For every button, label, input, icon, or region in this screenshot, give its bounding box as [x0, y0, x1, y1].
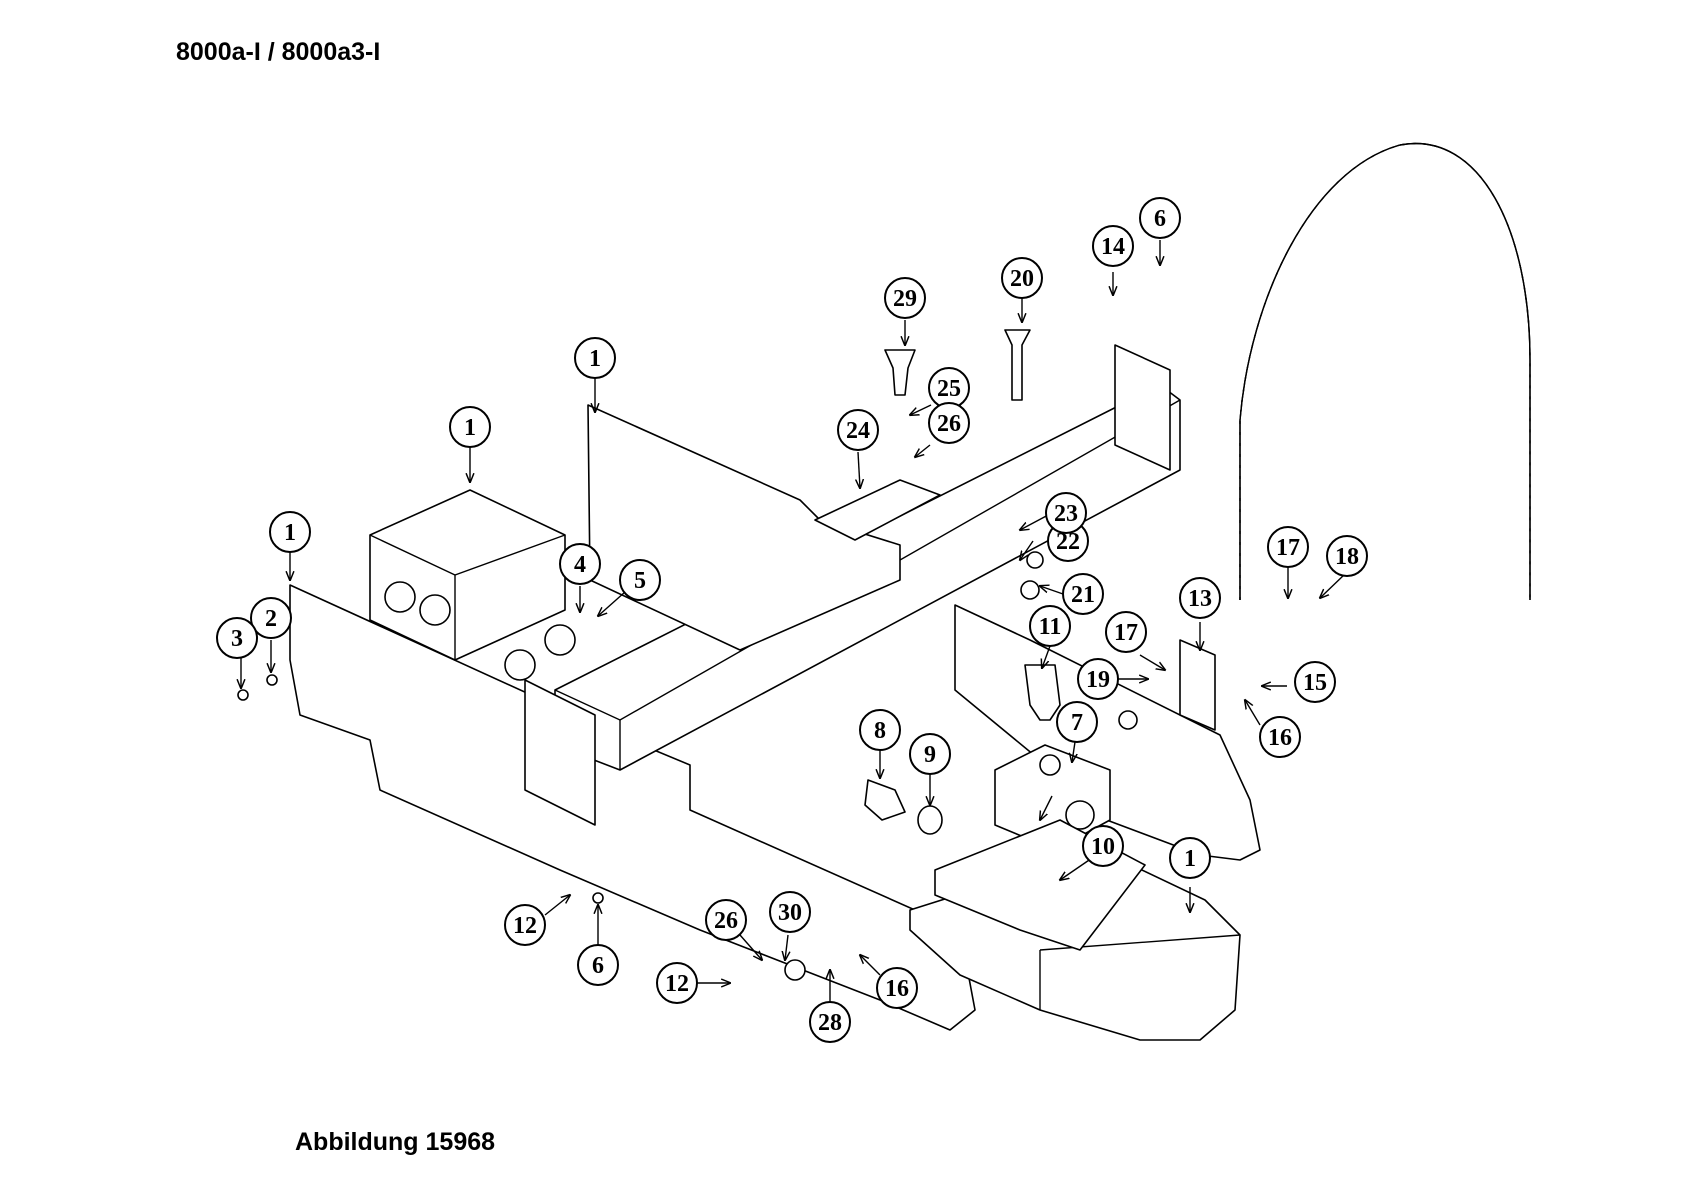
svg-text:1: 1: [464, 415, 476, 441]
svg-text:12: 12: [513, 913, 537, 939]
svg-text:1: 1: [284, 520, 296, 546]
svg-text:7: 7: [1071, 710, 1083, 736]
fitting-8: [864, 779, 906, 821]
svg-text:16: 16: [885, 976, 909, 1002]
bracket-13: [1179, 639, 1216, 731]
svg-text:6: 6: [1154, 206, 1166, 232]
callout-2: 2: [250, 597, 292, 639]
callout-9: 9: [909, 733, 951, 775]
svg-text:6: 6: [592, 953, 604, 979]
callout-1d: 1: [1169, 837, 1211, 879]
callout-4: 4: [559, 543, 601, 585]
svg-text:10: 10: [1091, 834, 1115, 860]
callout-19: 19: [1077, 658, 1119, 700]
callout-6b: 6: [577, 944, 619, 986]
bolt-20: [1004, 329, 1031, 401]
svg-text:28: 28: [818, 1010, 842, 1036]
callout-16a: 16: [1259, 716, 1301, 758]
knob-part: [1024, 664, 1061, 721]
callout-12b: 12: [656, 962, 698, 1004]
motor-housing-box: [369, 489, 566, 661]
svg-text:15: 15: [1303, 670, 1327, 696]
svg-text:26: 26: [714, 908, 738, 934]
svg-text:11: 11: [1039, 614, 1062, 640]
svg-text:29: 29: [893, 286, 917, 312]
callout-28: 28: [809, 1001, 851, 1043]
callout-15: 15: [1294, 661, 1336, 703]
svg-text:19: 19: [1086, 667, 1110, 693]
callout-30: 30: [769, 891, 811, 933]
svg-text:21: 21: [1071, 582, 1095, 608]
callout-24: 24: [837, 409, 879, 451]
svg-text:30: 30: [778, 900, 802, 926]
rear-bracket-plate: [587, 404, 901, 651]
callout-1b: 1: [574, 337, 616, 379]
svg-text:26: 26: [937, 411, 961, 437]
svg-text:23: 23: [1054, 501, 1078, 527]
svg-text:1: 1: [589, 346, 601, 372]
figure-caption: Abbildung 15968: [295, 1128, 496, 1156]
callout-12a: 12: [504, 904, 546, 946]
svg-text:17: 17: [1114, 620, 1138, 646]
callout-26b: 26: [705, 899, 747, 941]
frame-drawing: [237, 142, 1531, 1041]
drawing-title: 8000a-I / 8000a3-I: [176, 38, 381, 66]
callout-13: 13: [1179, 577, 1221, 619]
callout-11: 11: [1029, 605, 1071, 647]
callout-17b: 17: [1267, 526, 1309, 568]
svg-text:4: 4: [574, 552, 586, 578]
callout-6a: 6: [1139, 197, 1181, 239]
callout-21: 21: [1062, 573, 1104, 615]
svg-text:2: 2: [265, 606, 277, 632]
callout-17a: 17: [1105, 611, 1147, 653]
svg-text:17: 17: [1276, 535, 1300, 561]
svg-text:18: 18: [1335, 544, 1359, 570]
callout-18: 18: [1326, 535, 1368, 577]
svg-text:16: 16: [1268, 725, 1292, 751]
callout-3: 3: [216, 617, 258, 659]
callout-16b: 16: [876, 967, 918, 1009]
bracket-24: [814, 479, 941, 541]
svg-text:9: 9: [924, 742, 936, 768]
beam-end-plate-right: [1114, 344, 1171, 471]
callout-7: 7: [1056, 701, 1098, 743]
callout-8: 8: [859, 709, 901, 751]
callout-14: 14: [1092, 225, 1134, 267]
bolt-29: [884, 349, 916, 396]
beam-end-plate-left: [524, 679, 596, 826]
callout-23: 23: [1045, 492, 1087, 534]
svg-text:3: 3: [231, 626, 243, 652]
svg-text:1: 1: [1184, 846, 1196, 872]
callout-20: 20: [1001, 257, 1043, 299]
svg-text:12: 12: [665, 971, 689, 997]
callout-29: 29: [884, 277, 926, 319]
svg-text:13: 13: [1188, 586, 1212, 612]
callout-25: 25: [928, 367, 970, 409]
svg-text:25: 25: [937, 376, 961, 402]
svg-text:5: 5: [634, 568, 646, 594]
callout-5: 5: [619, 559, 661, 601]
svg-text:20: 20: [1010, 266, 1034, 292]
callout-10: 10: [1082, 825, 1124, 867]
callout-26a: 26: [928, 402, 970, 444]
callout-1c: 1: [269, 511, 311, 553]
leader-lines: [241, 240, 1346, 1002]
callout-1a: 1: [449, 406, 491, 448]
svg-text:14: 14: [1101, 234, 1125, 260]
svg-text:8: 8: [874, 718, 886, 744]
svg-text:24: 24: [846, 418, 870, 444]
